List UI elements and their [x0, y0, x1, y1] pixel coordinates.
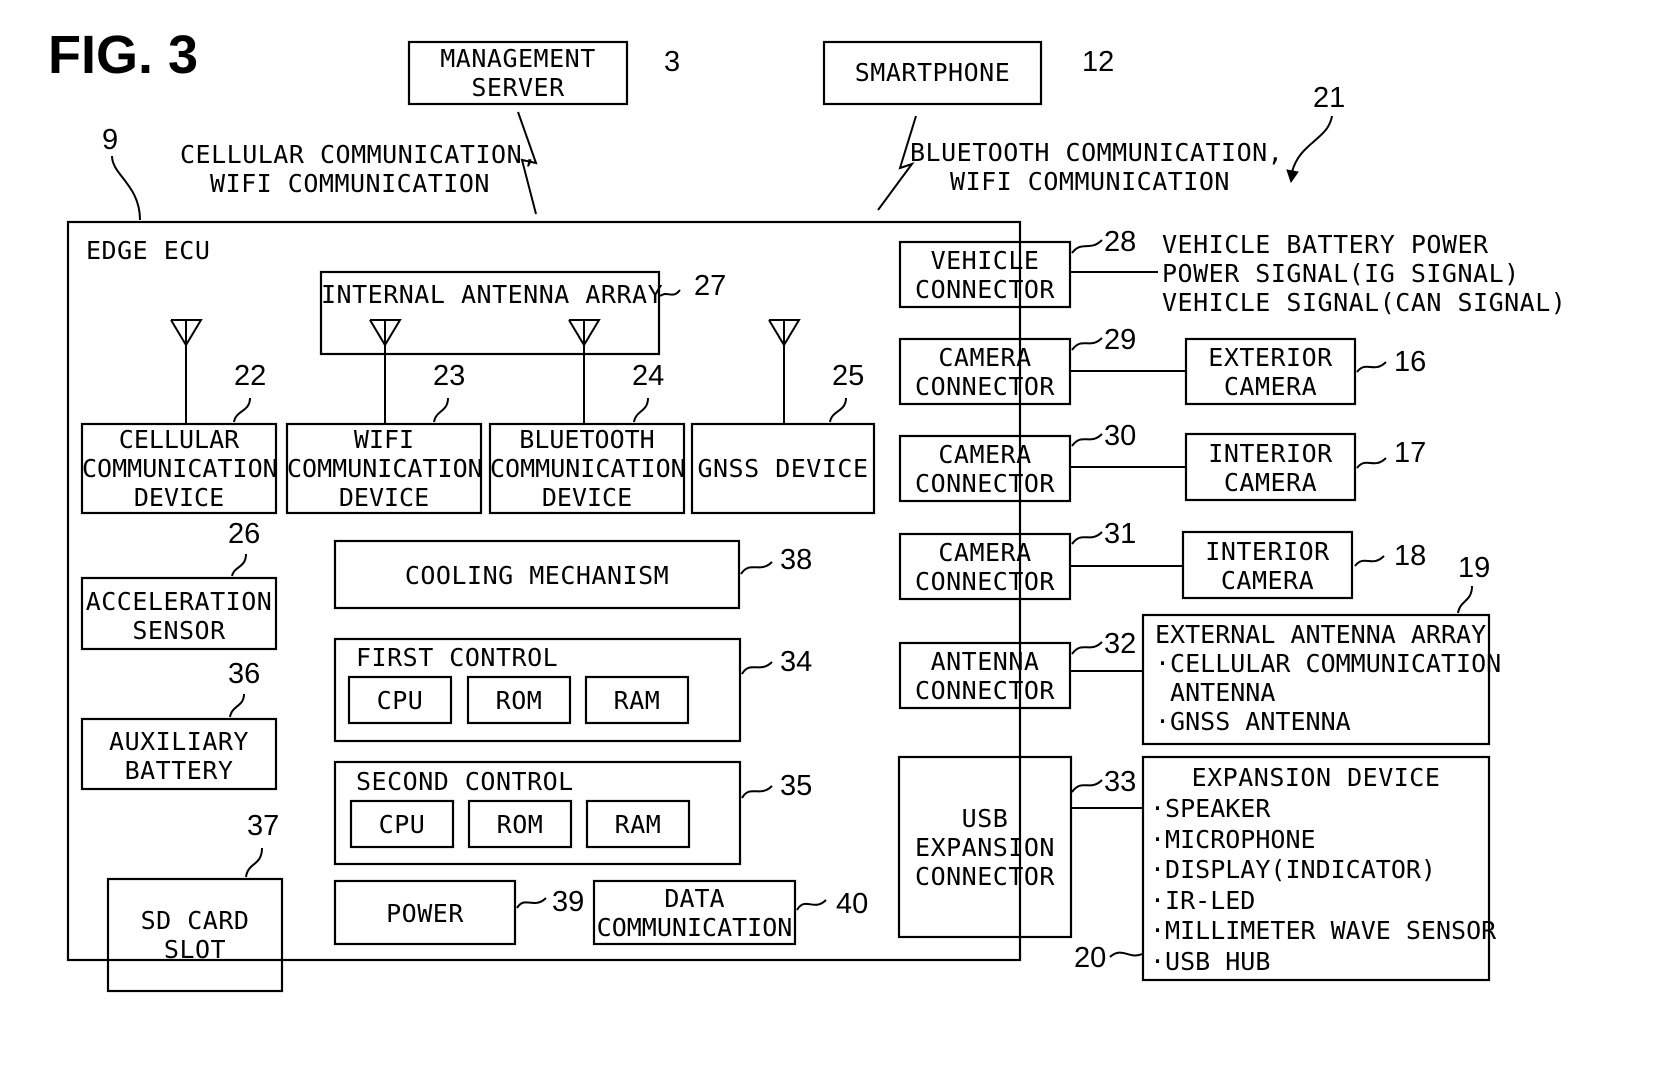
second-rom-label: ROM [469, 810, 571, 839]
bluetooth-device-label: BLUETOOTH COMMUNICATION DEVICE [490, 425, 684, 512]
camera-connector-2-label: CAMERA CONNECTOR [900, 440, 1070, 498]
ref-16: 16 [1394, 346, 1426, 378]
ref-37: 37 [247, 810, 279, 842]
ref-22: 22 [234, 360, 266, 392]
vehicle-connector-label: VEHICLE CONNECTOR [900, 246, 1070, 304]
expansion-device-title: EXPANSION DEVICE [1143, 763, 1489, 792]
ref-32: 32 [1104, 628, 1136, 660]
second-control-title: SECOND CONTROL [356, 767, 574, 796]
bluetooth-wifi-link-label: BLUETOOTH COMMUNICATION, WIFI COMMUNICAT… [910, 138, 1270, 196]
ref-30: 30 [1104, 420, 1136, 452]
ref-20: 20 [1074, 942, 1106, 974]
external-antenna-array-label: EXTERNAL ANTENNA ARRAY ·CELLULAR COMMUNI… [1155, 620, 1501, 736]
antenna-connector-label: ANTENNA CONNECTOR [900, 647, 1070, 705]
ref-18: 18 [1394, 540, 1426, 572]
first-rom-label: ROM [468, 686, 570, 715]
sd-card-slot-label: SD CARD SLOT [108, 906, 282, 964]
auxiliary-battery-label: AUXILIARY BATTERY [82, 727, 276, 785]
ref-29: 29 [1104, 324, 1136, 356]
wifi-device-label: WIFI COMMUNICATION DEVICE [287, 425, 481, 512]
ref-12: 12 [1082, 46, 1114, 78]
interior-camera-1-label: INTERIOR CAMERA [1186, 439, 1355, 497]
ref-31: 31 [1104, 518, 1136, 550]
data-communication-label: DATA COMMUNICATION [594, 884, 795, 942]
second-ram-label: RAM [587, 810, 689, 839]
cellular-wifi-link-label: CELLULAR COMMUNICATION, WIFI COMMUNICATI… [180, 140, 520, 198]
camera-connector-3-label: CAMERA CONNECTOR [900, 538, 1070, 596]
management-server-label: MANAGEMENT SERVER [409, 44, 627, 102]
second-cpu-label: CPU [351, 810, 453, 839]
usb-expansion-connector-label: USB EXPANSION CONNECTOR [899, 804, 1071, 891]
ref-21-leader [1292, 116, 1332, 172]
ref-35: 35 [780, 770, 812, 802]
ref-27: 27 [694, 270, 726, 302]
cooling-mechanism-label: COOLING MECHANISM [335, 561, 739, 590]
ref-38: 38 [780, 544, 812, 576]
cellular-device-label: CELLULAR COMMUNICATION DEVICE [82, 425, 276, 512]
first-ram-label: RAM [586, 686, 688, 715]
power-label: POWER [335, 899, 515, 928]
exterior-camera-label: EXTERIOR CAMERA [1186, 343, 1355, 401]
smartphone-label: SMARTPHONE [824, 58, 1041, 87]
ref-17: 17 [1394, 437, 1426, 469]
ref-39: 39 [552, 886, 584, 918]
ref-9-leader [112, 156, 140, 220]
ref-34: 34 [780, 646, 812, 678]
first-control-title: FIRST CONTROL [356, 643, 558, 672]
ref-19: 19 [1458, 552, 1490, 584]
ref-9: 9 [102, 124, 118, 156]
ref-33: 33 [1104, 766, 1136, 798]
acceleration-sensor-label: ACCELERATION SENSOR [82, 587, 276, 645]
expansion-device-items: ·SPEAKER ·MICROPHONE ·DISPLAY(INDICATOR)… [1150, 794, 1496, 977]
edge-ecu-title: EDGE ECU [86, 236, 210, 265]
ref-36: 36 [228, 658, 260, 690]
ref-27-leader [660, 290, 680, 296]
interior-camera-2-label: INTERIOR CAMERA [1183, 537, 1352, 595]
ref-25: 25 [832, 360, 864, 392]
ref-24: 24 [632, 360, 664, 392]
vehicle-signals-label: VEHICLE BATTERY POWER POWER SIGNAL(IG SI… [1162, 230, 1566, 317]
ref-26: 26 [228, 518, 260, 550]
internal-antenna-array-label: INTERNAL ANTENNA ARRAY [321, 280, 659, 309]
camera-connector-1-label: CAMERA CONNECTOR [900, 343, 1070, 401]
gnss-device-label: GNSS DEVICE [692, 454, 874, 483]
ref-3: 3 [664, 46, 680, 78]
ref-23: 23 [433, 360, 465, 392]
figure-label: FIG. 3 [48, 24, 198, 86]
ref-21: 21 [1313, 82, 1345, 114]
ref-28: 28 [1104, 226, 1136, 258]
ref-40: 40 [836, 888, 868, 920]
first-cpu-label: CPU [349, 686, 451, 715]
